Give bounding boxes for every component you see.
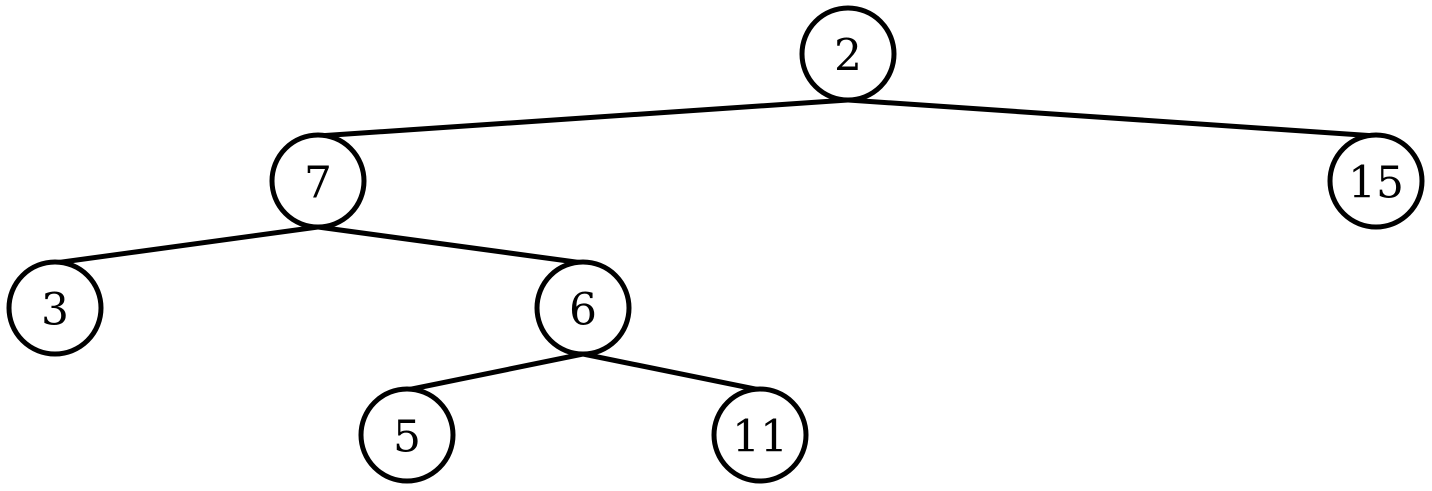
tree-nodes: 2 7 15 3 6 5 11: [6, 5, 1425, 484]
node-circle: [1327, 132, 1425, 230]
node-circle: [269, 132, 367, 230]
node-3: 3: [6, 259, 104, 357]
node-circle: [6, 259, 104, 357]
node-label: 11: [732, 412, 788, 463]
node-label: 6: [569, 285, 597, 336]
node-label: 7: [304, 158, 332, 209]
node-label: 15: [1348, 158, 1404, 209]
node-label: 3: [41, 285, 69, 336]
node-label: 2: [834, 31, 862, 82]
node-6: 6: [534, 259, 632, 357]
node-15: 15: [1327, 132, 1425, 230]
edge-7-6: [317, 224, 584, 266]
edge-7-3: [54, 224, 319, 266]
node-circle: [534, 259, 632, 357]
edge-6-11: [582, 351, 761, 393]
node-circle: [799, 5, 897, 103]
node-circle: [358, 386, 456, 484]
node-2: 2: [799, 5, 897, 103]
node-label: 5: [393, 412, 421, 463]
node-7: 7: [269, 132, 367, 230]
node-circle: [711, 386, 809, 484]
edge-6-5: [406, 351, 584, 393]
node-5: 5: [358, 386, 456, 484]
node-11: 11: [711, 386, 809, 484]
tree-edges: [54, 97, 1377, 393]
edge-2-15: [847, 97, 1377, 139]
edge-2-7: [317, 97, 849, 139]
